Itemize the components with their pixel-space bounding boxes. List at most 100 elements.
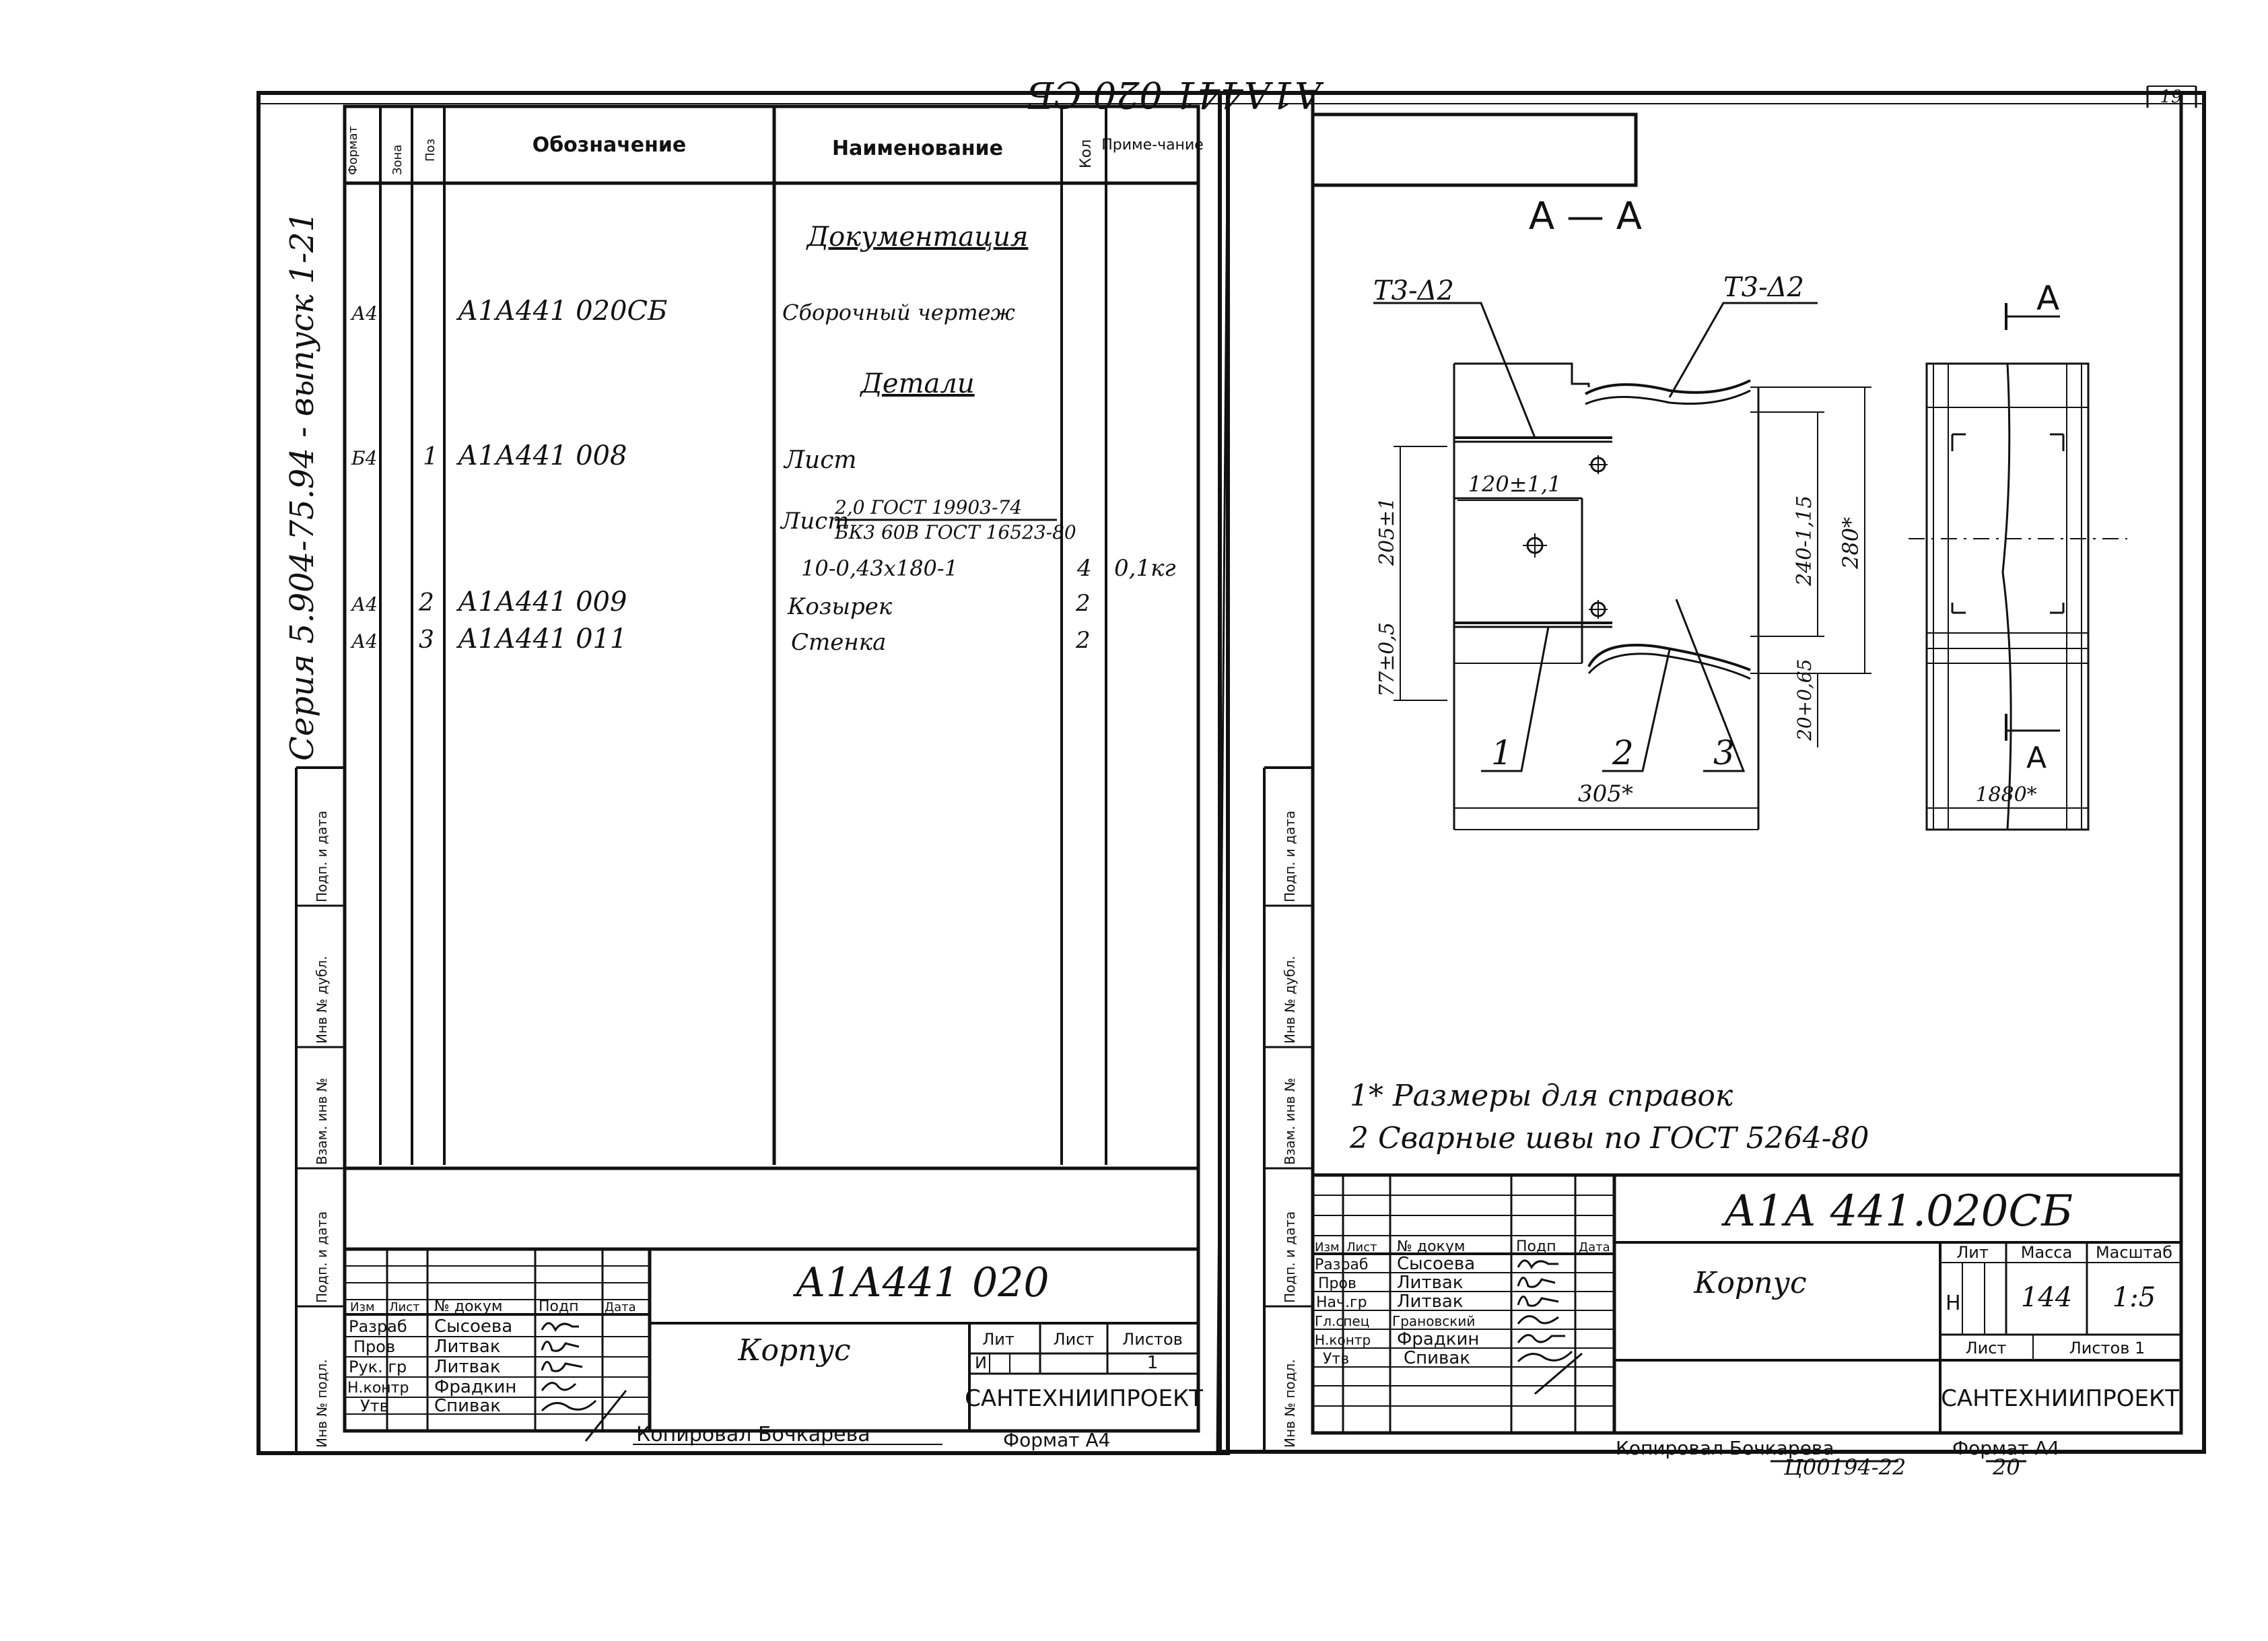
page-number: 19: [2160, 87, 2182, 107]
role-label-r: Утв: [1323, 1351, 1349, 1368]
role-label: Н.контр: [347, 1380, 409, 1397]
side-label-inv-dubl-r: Инв № дубл.: [1282, 956, 1298, 1044]
col-header-r: Подп: [1516, 1238, 1556, 1255]
sheets-value: 1: [1147, 1353, 1159, 1373]
col-header-r: Изм: [1315, 1240, 1340, 1254]
callout-3: 3: [1713, 733, 1735, 772]
lit-label-r: Лит: [1956, 1243, 1989, 1262]
row-note: 0,1кг: [1114, 555, 1176, 582]
row-format: А4: [350, 302, 378, 325]
role-name-r: Спивак: [1404, 1348, 1470, 1368]
row-designation: А1А441 008: [456, 440, 627, 471]
spec-row: 10-0,43х180-1 4 0,1кг: [801, 555, 1176, 582]
left-format: Формат А4: [1003, 1429, 1110, 1451]
side-label-vzam-inv: Взам. инв №: [314, 1078, 330, 1165]
col-header: Дата: [605, 1300, 636, 1314]
dim-20: 20+0,65: [1793, 659, 1816, 741]
col-header-r: Лист: [1346, 1240, 1377, 1254]
side-label-sign-date-2: Подп. и дата: [314, 1211, 330, 1303]
right-designation: А1А 441.020СБ: [1721, 1186, 2073, 1236]
header-note: Приме-чание: [1101, 137, 1204, 154]
dim-1880: 1880*: [1975, 783, 2036, 807]
row-format: А4: [350, 630, 378, 652]
side-view: [1909, 303, 2127, 831]
dim-280: 280*: [1838, 517, 1863, 570]
section-a-a-view: [1373, 302, 1871, 830]
right-copied: Копировал Бочкарева: [1616, 1437, 1834, 1459]
section-mark-top: А: [2036, 279, 2059, 318]
series-note: Серия 5.904-75.94 - выпуск 1-21: [283, 211, 321, 761]
dim-77: 77±0,5: [1375, 622, 1399, 697]
right-sheet-frame: [1311, 91, 2183, 1435]
col-header: № докум: [434, 1298, 502, 1315]
role-label: Разраб: [349, 1317, 407, 1336]
role-name: Литвак: [434, 1337, 501, 1357]
section-mark-bottom: А: [2026, 741, 2047, 775]
role-name-r: Литвак: [1397, 1273, 1464, 1293]
row-name: Стенка: [791, 629, 886, 656]
archive-number: Ц00194-22: [1783, 1454, 1906, 1480]
left-sheet-outer-frame: [256, 91, 1230, 1455]
row-pos: 3: [419, 626, 434, 654]
lit-label: Лит: [982, 1330, 1015, 1349]
weld-left: Т3-Δ2: [1373, 275, 1454, 306]
row-format: А4: [350, 593, 378, 615]
col-header: Подп: [539, 1298, 579, 1315]
sheet-label-r: Лист: [1966, 1339, 2007, 1358]
material-prefix: Лист: [780, 508, 850, 535]
role-name-r: Литвак: [1397, 1292, 1464, 1312]
role-name-r: Сысоева: [1397, 1254, 1475, 1274]
header-qty: Кол: [1078, 139, 1095, 168]
row-pos: 1: [423, 443, 438, 471]
mass-label: Масса: [2021, 1243, 2073, 1262]
row-qty: 4: [1076, 555, 1092, 582]
dim-205: 205±1: [1375, 498, 1399, 566]
spec-row: А4 А1А441 020СБ Сборочный чертеж: [350, 296, 1015, 327]
row-qty: 2: [1075, 590, 1091, 617]
spec-row: А4 3 А1А441 011 Стенка 2: [350, 624, 1091, 656]
role-label-r: Нач.гр: [1316, 1294, 1367, 1311]
right-name: Корпус: [1693, 1266, 1806, 1300]
header-format: Формат: [346, 126, 360, 175]
row-designation: А1А441 020СБ: [456, 296, 667, 327]
material-bottom: БК3 60В ГОСТ 16523-80: [834, 521, 1076, 543]
section-documentation: Документация: [806, 222, 1029, 253]
section-details: Детали: [859, 368, 974, 399]
callout-1: 1: [1491, 733, 1513, 772]
dim-120: 120±1,1: [1468, 471, 1562, 497]
signatures-left: [541, 1322, 627, 1442]
side-label-sign-date: Подп. и дата: [314, 811, 330, 902]
role-label-r: Гл.спец: [1315, 1313, 1369, 1329]
col-header-r: Дата: [1579, 1240, 1610, 1254]
header-designation: Обозначение: [532, 133, 687, 157]
left-org: САНТЕХНИИПРОЕКТ: [965, 1385, 1203, 1412]
signatures-right: [1517, 1259, 1583, 1395]
row-name: Сборочный чертеж: [782, 300, 1015, 325]
col-header: Лист: [389, 1300, 420, 1314]
side-label-inv-dubl: Инв № дубл.: [314, 956, 330, 1044]
scale-value: 1:5: [2112, 1282, 2156, 1313]
spec-row: Б4 1 А1А441 008 Лист: [351, 440, 857, 474]
right-org: САНТЕХНИИПРОЕКТ: [1941, 1385, 2179, 1412]
row-format: Б4: [351, 447, 377, 469]
side-label-sign-date-r: Подп. и дата: [1282, 811, 1298, 902]
left-name: Корпус: [737, 1333, 850, 1368]
role-name: Литвак: [434, 1357, 501, 1377]
mirrored-stamp: А1А441 020 СБ: [1027, 73, 1325, 116]
role-name: Спивак: [434, 1396, 501, 1416]
role-name: Фрадкин: [434, 1377, 516, 1397]
row-qty: 2: [1075, 627, 1091, 654]
role-name-r: Фрадкин: [1397, 1329, 1479, 1349]
role-name-r: Грановский: [1392, 1313, 1475, 1329]
spec-row: А4 2 А1А441 009 Козырек 2: [350, 587, 1091, 620]
header-zone: Зона: [390, 145, 405, 175]
weld-right: Т3-Δ2: [1723, 272, 1804, 303]
row-name: Лист: [783, 446, 857, 474]
col-header: Изм: [350, 1300, 375, 1314]
left-designation: А1А441 020: [792, 1259, 1049, 1306]
col-header-r: № докум: [1397, 1238, 1465, 1255]
row-designation: А1А441 009: [456, 587, 627, 617]
note-2: 2 Сварные швы по ГОСТ 5264-80: [1349, 1121, 1869, 1156]
sheets-label: Листов: [1122, 1330, 1183, 1349]
